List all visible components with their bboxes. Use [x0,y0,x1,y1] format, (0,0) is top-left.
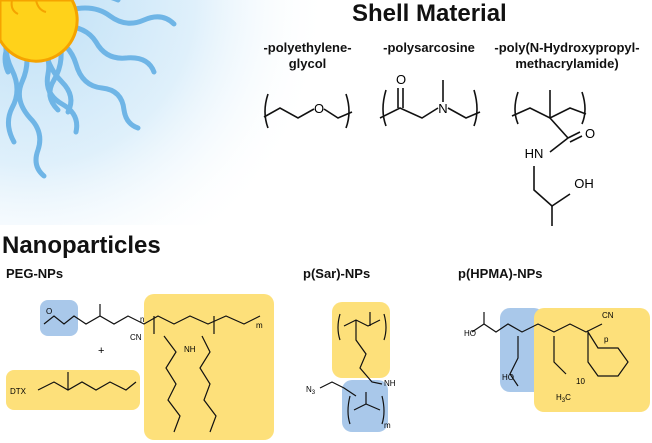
psar-np-m: m [384,421,391,430]
psar-np-nh: NH [384,379,396,388]
phpma-hydroxyl: OH [574,176,594,191]
phpma-np-cn: CN [602,311,614,320]
phpma-nps-structure: HO CN p HO 10 H3C [464,308,650,412]
psar-np-azide: N3 [306,385,316,396]
peg-np-m: m [256,321,263,330]
np-label-psar: p(Sar)-NPs [303,266,371,281]
phpma-structure: O HN OH [511,90,595,226]
peg-structure: O [263,93,353,129]
shell-material-heading: Shell Material [352,0,507,27]
psar-nps-structure: N3 NH m [306,302,396,432]
material-label-phpma: -poly(N-Hydroxypropyl- methacrylamide) [494,40,640,71]
psar-nitrogen: N [438,101,447,116]
material-label-psar: -polysarcosine [383,40,475,55]
material-label-peg: -polyethylene- glycol [263,40,352,71]
phpma-oxygen: O [585,126,595,141]
psar-sarcosine-highlight [342,380,388,432]
peg-np-plus: + [98,345,104,357]
phpma-np-sub10: 10 [576,377,585,386]
peg-np-dtx: DTX [10,387,27,396]
peg-block-highlight [40,300,78,336]
np-label-phpma: p(HPMA)-NPs [458,266,543,281]
peg-nps-structure: O n m CN NH + DTX [6,294,274,440]
psar-oxygen: O [396,72,406,87]
nanoparticle-sun-icon [0,0,330,225]
methacrylate-block-highlight [144,294,274,440]
psar-lysine-highlight [332,302,390,378]
nanoparticles-heading: Nanoparticles [2,232,161,259]
phpma-amide-nh: HN [525,146,544,161]
np-label-peg: PEG-NPs [6,266,64,281]
peg-np-cn: CN [130,333,142,342]
phpma-np-p: p [604,335,609,344]
peg-np-oxygen: O [46,307,52,316]
phpma-coumarin-highlight [534,308,650,412]
phpma-np-h3c: H3C [556,393,571,404]
peg-np-n: n [140,315,144,324]
phpma-np-ho: HO [464,329,476,338]
dtx-linker-highlight [6,370,140,410]
peg-np-nh: NH [184,345,196,354]
psar-structure: O N [379,72,481,127]
phpma-np-ho-side: HO [502,373,514,382]
peg-oxygen: O [314,101,324,116]
